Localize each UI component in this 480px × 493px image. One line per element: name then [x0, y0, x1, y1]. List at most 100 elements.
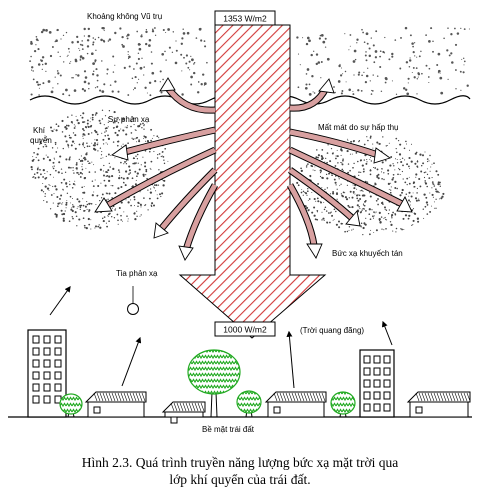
- scatter-arrow-shaft: [288, 167, 354, 220]
- space-dot: [167, 28, 170, 31]
- house-window: [415, 406, 423, 414]
- cloud-dot: [373, 211, 375, 213]
- space-dot: [340, 92, 343, 95]
- cloud-dot: [323, 208, 326, 211]
- cloud-dot: [69, 156, 71, 158]
- cloud-dot: [357, 194, 359, 196]
- cloud-dot: [350, 206, 352, 208]
- cloud-dot: [75, 167, 78, 170]
- roof-line: [105, 392, 110, 402]
- cloud-dot: [62, 202, 64, 204]
- cloud-dot: [105, 130, 107, 132]
- space-dot: [32, 78, 35, 81]
- roof-line: [141, 392, 146, 402]
- cloud-dot: [133, 198, 136, 201]
- cloud-dot: [155, 190, 157, 192]
- cloud-dot: [103, 179, 106, 182]
- building-window: [32, 347, 40, 356]
- cloud-dot: [104, 131, 106, 133]
- cloud-dot: [86, 152, 88, 154]
- cloud-dot: [52, 167, 55, 170]
- cloud-dot: [86, 145, 89, 148]
- space-dot: [83, 70, 87, 73]
- cloud-dot: [335, 223, 338, 226]
- cloud-label: Khí quyển: [30, 126, 52, 145]
- cloud-dot: [414, 152, 417, 155]
- cloud-dot: [383, 172, 385, 174]
- cloud-dot: [140, 204, 142, 206]
- space-dot: [137, 52, 140, 55]
- cloud-dot: [406, 183, 408, 186]
- cloud-dot: [392, 211, 394, 214]
- scatter-arrow-head: [345, 209, 361, 227]
- cloud-dot: [423, 217, 425, 219]
- cloud-dot: [411, 224, 413, 227]
- space-dot: [203, 40, 206, 42]
- cloud-dot: [45, 145, 48, 148]
- cloud-dot: [102, 157, 104, 159]
- cloud-dot: [390, 189, 392, 191]
- cloud-dot: [416, 217, 420, 220]
- space-dot: [463, 28, 466, 31]
- cloud-dot: [43, 200, 45, 202]
- cloud-dot: [133, 162, 136, 165]
- cloud-dot: [366, 161, 368, 163]
- cloud-dot: [84, 125, 87, 129]
- cloud-dot: [68, 147, 70, 149]
- space-dot: [143, 66, 145, 68]
- space-dot: [136, 30, 139, 33]
- space-dot: [200, 83, 203, 86]
- roof-line: [460, 392, 465, 402]
- space-dot: [143, 74, 145, 76]
- cloud-dot: [345, 198, 349, 201]
- reflection-label: Sự phản xạ: [108, 115, 150, 124]
- space-dot: [375, 30, 378, 33]
- roof-line: [436, 392, 441, 402]
- cloud-dot: [85, 167, 87, 169]
- roof-line: [129, 392, 134, 402]
- space-dot: [41, 56, 45, 59]
- space-dot: [405, 61, 409, 64]
- cloud-dot: [160, 195, 162, 198]
- cloud-dot: [319, 171, 322, 174]
- space-dot: [181, 93, 184, 96]
- cloud-dot: [82, 198, 84, 200]
- cloud-dot: [326, 187, 329, 189]
- space-dot: [319, 34, 322, 37]
- cloud-dot: [353, 162, 355, 165]
- cloud-dot: [429, 154, 431, 157]
- cloud-dot: [302, 190, 305, 193]
- space-dot: [180, 53, 183, 56]
- cloud-dot: [300, 191, 303, 194]
- cloud-dot: [112, 127, 115, 129]
- cloud-dot: [94, 225, 98, 228]
- space-dot: [45, 29, 48, 32]
- space-dot: [79, 59, 82, 61]
- space-dot: [361, 28, 363, 31]
- cloud-dot: [401, 188, 404, 192]
- space-dot: [171, 51, 174, 53]
- scatter-arrow-head: [178, 245, 194, 261]
- cloud-dot: [94, 142, 96, 145]
- cloud-dot: [61, 119, 64, 123]
- building-window: [373, 403, 381, 412]
- cloud-dot: [150, 128, 153, 131]
- cloud-dot: [67, 124, 70, 127]
- cloud-dot: [108, 220, 110, 223]
- tree-crown: [59, 393, 83, 415]
- space-dot: [101, 90, 105, 93]
- cloud-dot: [138, 168, 141, 171]
- cloud-dot: [362, 226, 365, 230]
- cloud-dot: [437, 183, 440, 186]
- cloud-dot: [374, 167, 377, 169]
- cloud-dot: [395, 227, 398, 230]
- space-dot: [77, 74, 80, 77]
- space-dot: [460, 27, 462, 29]
- building-window: [373, 391, 381, 400]
- cloud-dot: [37, 147, 40, 150]
- cloud-dot: [415, 176, 417, 178]
- cloud-dot: [70, 144, 73, 147]
- cloud-dot: [84, 158, 86, 161]
- space-dot: [162, 28, 165, 32]
- cloud-dot: [120, 176, 123, 179]
